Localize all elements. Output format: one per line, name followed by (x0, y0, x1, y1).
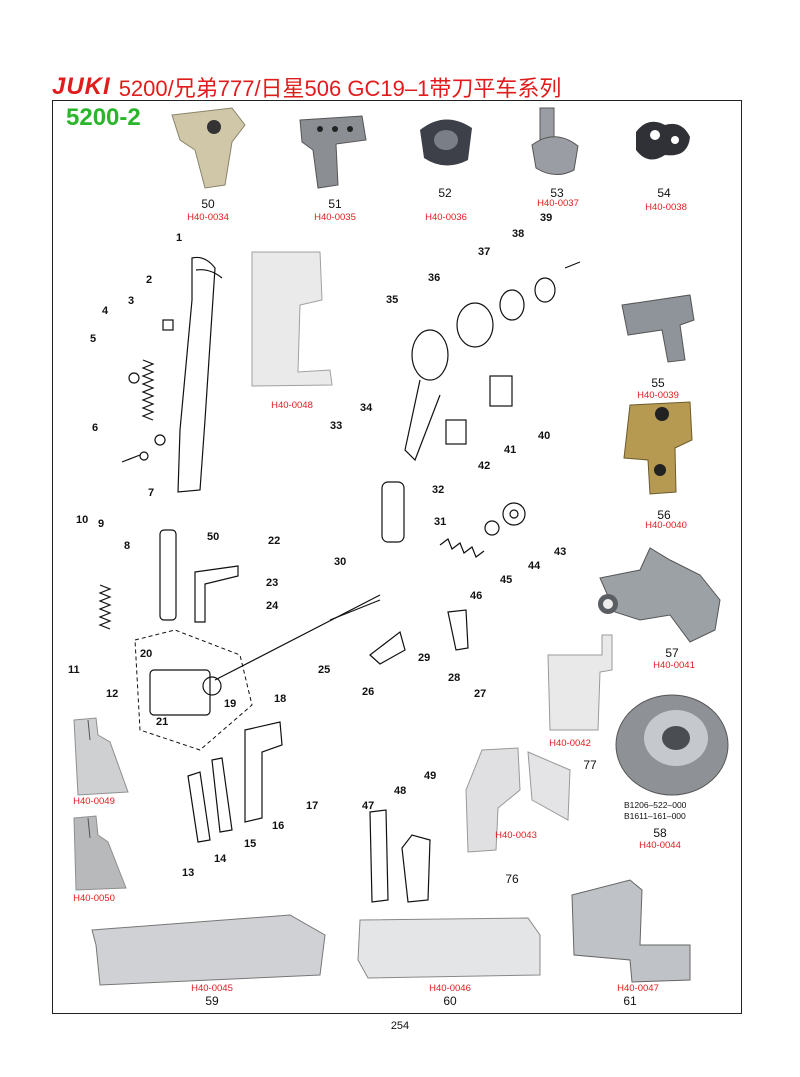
part-code: H40-0037 (537, 198, 579, 209)
part-number: 54 (657, 186, 671, 200)
callout-15: 15 (244, 838, 257, 850)
callout-41: 41 (504, 444, 517, 456)
part-number: 51 (328, 197, 342, 211)
callout-47: 47 (362, 800, 375, 812)
callout-28: 28 (448, 672, 461, 684)
callout-35: 35 (386, 294, 399, 306)
callout-34: 34 (360, 402, 373, 414)
callout-11: 11 (68, 664, 80, 676)
part-number: 76 (505, 872, 519, 886)
part-code: H40-0038 (645, 202, 687, 213)
callout-19: 19 (224, 698, 237, 710)
part-code: H40-0049 (73, 796, 115, 807)
part-code: H40-0045 (191, 983, 233, 994)
callout-16: 16 (272, 820, 285, 832)
page-header: JUKI 5200/兄弟777/日星506 GC19–1带刀平车系列 (52, 72, 561, 102)
part-code: H40-0039 (637, 390, 679, 401)
callout-14: 14 (214, 853, 227, 865)
part-code: H40-0034 (187, 212, 229, 223)
model-label: 5200-2 (66, 104, 141, 131)
callout-32: 32 (432, 484, 445, 496)
part-code: H40-0040 (645, 520, 687, 531)
part-number: 55 (651, 376, 665, 390)
catalog-frame (52, 100, 742, 1014)
part-number: 56 (657, 508, 671, 522)
callout-43: 43 (554, 546, 567, 558)
callout-49: 49 (424, 770, 437, 782)
callout-31: 31 (434, 516, 447, 528)
callout-42: 42 (478, 460, 491, 472)
callout-18: 18 (274, 693, 287, 705)
callout-9: 9 (98, 518, 105, 530)
part-code: H40-0035 (314, 212, 356, 223)
part-number: 58 (653, 826, 667, 840)
callout-36: 36 (428, 272, 441, 284)
callout-7: 7 (148, 487, 155, 499)
part-number: 59 (205, 994, 219, 1008)
callout-25: 25 (318, 664, 331, 676)
part-number: 60 (443, 994, 457, 1008)
callout-5: 5 (90, 333, 97, 345)
page-number: 254 (390, 1020, 410, 1032)
callout-13: 13 (182, 867, 195, 879)
callout-39: 39 (540, 212, 553, 224)
part-number: 77 (583, 758, 597, 772)
part-code: H40-0047 (617, 983, 659, 994)
part-number: 50 (201, 197, 215, 211)
callout-2: 2 (146, 274, 153, 286)
callout-27: 27 (474, 688, 487, 700)
callout-22: 22 (268, 535, 281, 547)
part-number: 61 (623, 994, 637, 1008)
part-code-alt: B1611–161–000 (624, 811, 686, 821)
part-code: H40-0046 (429, 983, 471, 994)
callout-4: 4 (102, 305, 109, 317)
callout-23: 23 (266, 577, 279, 589)
callout-1: 1 (176, 232, 183, 244)
part-code: H40-0050 (73, 893, 115, 904)
callout-40: 40 (538, 430, 551, 442)
callout-17: 17 (306, 800, 319, 812)
callout-26: 26 (362, 686, 375, 698)
part-code: H40-0043 (495, 830, 537, 841)
callout-10: 10 (76, 514, 89, 526)
callout-37: 37 (478, 246, 491, 258)
callout-44: 44 (528, 560, 541, 572)
callout-33: 33 (330, 420, 343, 432)
part-code: H40-0048 (271, 400, 313, 411)
callout-21: 21 (156, 716, 169, 728)
part-number: 52 (438, 186, 452, 200)
brand-logo: JUKI (52, 73, 111, 100)
callout-30: 30 (334, 556, 347, 568)
callout-38: 38 (512, 228, 525, 240)
callout-50: 50 (207, 531, 220, 543)
callout-48: 48 (394, 785, 407, 797)
part-code: H40-0044 (639, 840, 681, 851)
series-title: 5200/兄弟777/日星506 GC19–1带刀平车系列 (118, 76, 562, 101)
callout-20: 20 (140, 648, 153, 660)
part-number: 53 (550, 186, 564, 200)
callout-8: 8 (124, 540, 131, 552)
callout-6: 6 (92, 422, 99, 434)
callout-45: 45 (500, 574, 513, 586)
callout-12: 12 (106, 688, 119, 700)
callout-46: 46 (470, 590, 483, 602)
callout-3: 3 (128, 295, 135, 307)
part-code-alt: B1206–522–000 (624, 800, 687, 810)
callout-24: 24 (266, 600, 279, 612)
part-number: 57 (665, 646, 679, 660)
part-code: H40-0042 (549, 738, 591, 749)
part-code: H40-0036 (425, 212, 467, 223)
callout-29: 29 (418, 652, 431, 664)
part-code: H40-0041 (653, 660, 695, 671)
